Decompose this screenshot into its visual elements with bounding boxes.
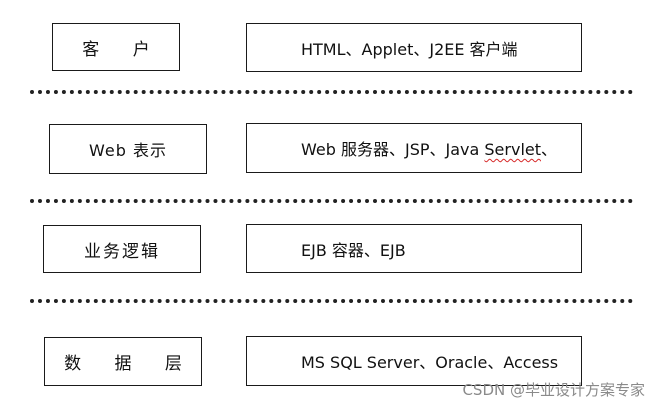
layer-business-label: 业务逻辑 [84,241,160,262]
watermark: CSDN @毕业设计方案专家 [462,381,645,399]
layer-web-tech-label: Web 服务器、JSP、Java Servlet、 [301,136,557,160]
layer-client-tech-box: HTML、Applet、J2EE 客户端 [246,23,582,72]
layer-divider-2 [30,199,633,203]
layer-client-box: 客 户 [52,23,180,71]
layer-web-label: Web 表示 [89,141,167,160]
layer-client-label: 客 户 [82,39,164,60]
layer-business-tech-box: EJB 容器、EJB [246,224,582,273]
layer-data-label: 数 据 层 [64,354,196,374]
layer-data-tech-label: MS SQL Server、Oracle、Access [301,353,559,372]
layer-web-tech-text-a: Web 服务器、JSP、Java [301,140,485,159]
layer-data-tech-box: MS SQL Server、Oracle、Access [246,336,582,386]
layer-business-box: 业务逻辑 [43,225,201,273]
layer-data-box: 数 据 层 [44,337,202,386]
layer-web-box: Web 表示 [49,124,207,174]
layer-divider-3 [30,299,633,303]
layer-business-tech-label: EJB 容器、EJB [301,240,406,260]
layer-web-tech-box: Web 服务器、JSP、Java Servlet、 [246,123,582,173]
layer-web-tech-text-b: 、 [541,140,558,159]
layer-web-tech-servlet: Servlet [484,140,541,159]
layer-client-tech-label: HTML、Applet、J2EE 客户端 [301,39,518,59]
layer-divider-1 [30,90,633,94]
